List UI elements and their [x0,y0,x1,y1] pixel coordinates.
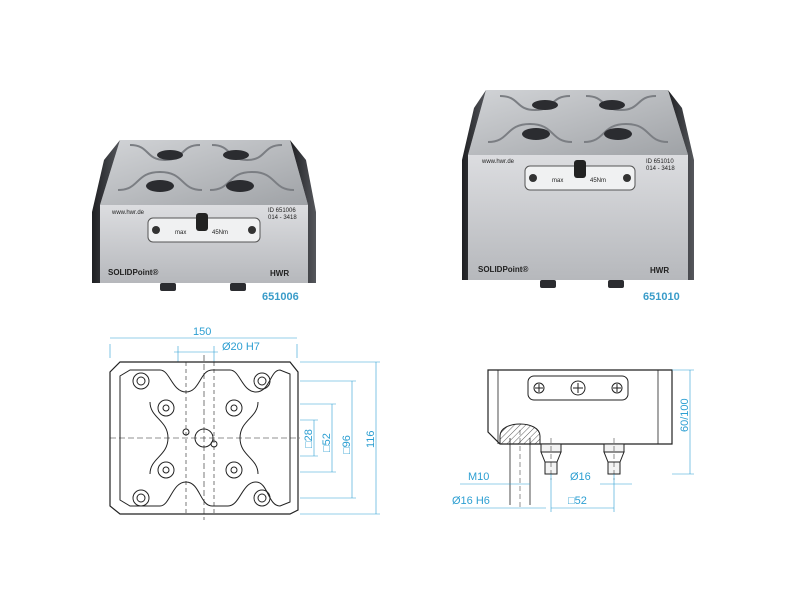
brand-label: SOLIDPoint® [108,268,158,277]
part-code-651006: 651006 [262,291,299,303]
torque-screw [574,160,586,178]
id-label-line2: 014 - 3418 [268,215,297,221]
torque-value-label: 45Nm [212,230,228,236]
clamp-pin [223,150,249,160]
clamp-pin [226,180,254,192]
torque-value-label: 45Nm [590,178,606,184]
top-surface [468,90,688,155]
dimension-bore-h6: Ø16 H6 [452,495,490,507]
dimension-pin-diameter: Ø16 [570,471,591,483]
part-code-651010: 651010 [643,291,680,303]
torque-max-label: max [175,230,186,236]
dimension-side-height: 60/100 [679,398,691,432]
clamp-pin [532,100,558,110]
dimension-height-116: 116 [365,430,377,448]
id-label-line1: ID 651006 [268,208,296,214]
website-label: www.hwr.de [481,159,515,165]
brand-hwr-label: HWR [650,266,669,275]
brand-hwr-label: HWR [270,269,289,278]
clamp-pin [599,100,625,110]
dimension-thread-m10: M10 [468,471,489,483]
id-label-line1: ID 651010 [646,159,674,165]
top-view-drawing [109,337,380,520]
side-view-drawing [460,369,694,512]
dimension-bore: Ø20 H7 [222,341,260,353]
brand-label: SOLIDPoint® [478,265,528,274]
product-photo-651010: max 45Nm www.hwr.de ID 651010 014 - 3418… [462,90,694,288]
dimension-square-28: □28 [303,429,315,448]
torque-max-label: max [552,178,563,184]
clamp-pin [522,128,550,140]
dimension-square-96: □96 [341,435,353,454]
dimension-square-52: □52 [321,433,333,452]
dimension-pin-spacing: □52 [568,495,587,507]
dimension-width: 150 [193,326,211,338]
id-label-line2: 014 - 3418 [646,166,675,172]
website-label: www.hwr.de [111,210,145,216]
torque-screw [196,213,208,231]
clamp-pin [146,180,174,192]
clamp-pin [157,150,183,160]
clamp-pin [604,128,632,140]
product-photo-651006: max 45Nm www.hwr.de ID 651006 014 - 3418… [92,140,316,291]
top-surface [100,140,308,205]
